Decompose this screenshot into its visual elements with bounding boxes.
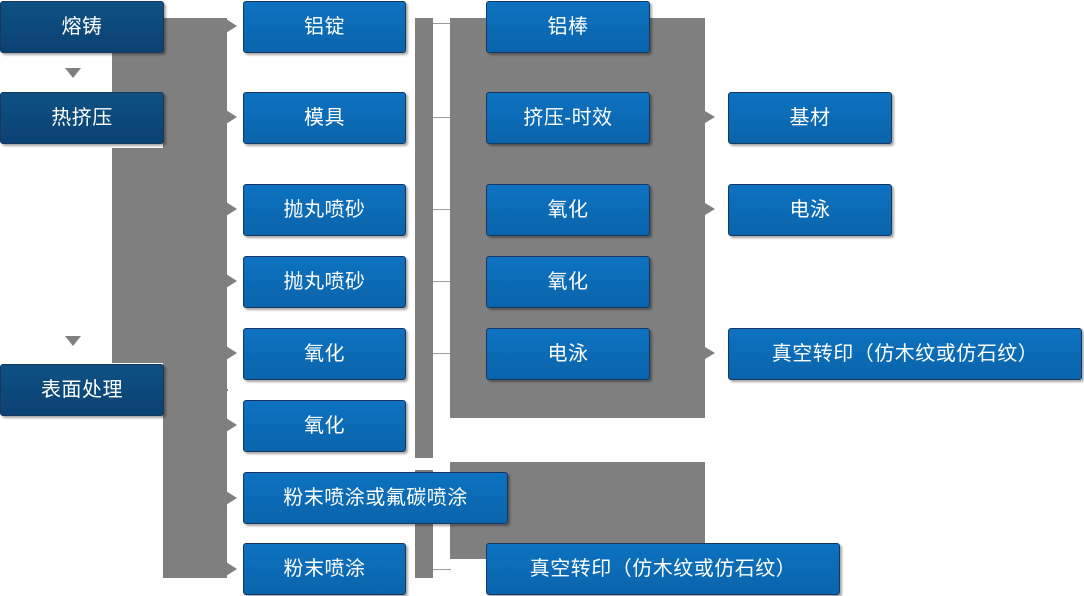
treat-label: 铝棒 — [547, 16, 589, 38]
tick-connector-1 — [433, 23, 451, 24]
tick-connector-4 — [433, 281, 451, 282]
spine-arrow-to-sub-6 — [226, 418, 237, 432]
spine-arrow-to-sub-8 — [226, 562, 237, 576]
left-spine-stub-2 — [112, 148, 172, 363]
sub-label: 铝锭 — [304, 16, 345, 38]
spine-arrow-to-sub-7 — [226, 491, 237, 505]
treat-box-oxidation-2[interactable]: 氧化 — [486, 256, 650, 308]
spine-arrow-to-sub-2 — [226, 110, 237, 124]
sub-label: 氧化 — [304, 343, 345, 365]
tick-connector-2 — [433, 117, 451, 118]
treat-box-electrophoresis[interactable]: 电泳 — [486, 328, 650, 380]
treat-label: 氧化 — [547, 199, 589, 221]
sub-box-oxidation-2[interactable]: 氧化 — [243, 400, 406, 452]
stage-box-melt-cast[interactable]: 熔铸 — [0, 1, 164, 53]
treat-label: 电泳 — [547, 343, 589, 365]
treat-box-extrusion-aging[interactable]: 挤压-时效 — [486, 92, 650, 144]
treat-box-vacuum-transfer-print[interactable]: 真空转印（仿木纹或仿石纹） — [486, 543, 840, 595]
band-arrow-to-out-3 — [705, 347, 715, 359]
sub-box-oxidation-1[interactable]: 氧化 — [243, 328, 406, 380]
sub-box-powder-or-fluorocarbon-spray[interactable]: 粉末喷涂或氟碳喷涂 — [243, 472, 508, 524]
sub-label: 粉末喷涂 — [283, 558, 366, 580]
treat-box-oxidation-1[interactable]: 氧化 — [486, 184, 650, 236]
stage-box-hot-extrusion[interactable]: 热挤压 — [0, 92, 164, 144]
stage3-connector — [164, 389, 228, 391]
sub-box-shot-blasting-1[interactable]: 抛丸喷砂 — [243, 184, 406, 236]
treat-label: 氧化 — [547, 271, 589, 293]
stage-box-surface-treatment[interactable]: 表面处理 — [0, 364, 164, 416]
spine-arrow-to-sub-3 — [226, 202, 237, 216]
treat-box-aluminum-bar[interactable]: 铝棒 — [486, 1, 650, 53]
sub-label: 抛丸喷砂 — [283, 271, 366, 293]
sub-label: 氧化 — [304, 415, 345, 437]
stage-label: 热挤压 — [51, 107, 113, 129]
sub-box-aluminum-ingot[interactable]: 铝锭 — [243, 1, 406, 53]
tick-connector-5 — [433, 353, 451, 354]
out-box-vacuum-transfer-print[interactable]: 真空转印（仿木纹或仿石纹） — [728, 328, 1082, 380]
spine-arrow-to-sub-4 — [226, 274, 237, 288]
left-spine-body — [163, 18, 227, 578]
tick-connector-6 — [433, 569, 451, 570]
tick-connector-3 — [433, 209, 451, 210]
spine-arrow-down-2 — [65, 336, 81, 346]
out-label: 电泳 — [789, 199, 831, 221]
spine-arrow-to-sub-1 — [226, 19, 237, 33]
middle-thin-bar-upper — [415, 18, 433, 458]
sub-label: 抛丸喷砂 — [283, 199, 366, 221]
sub-box-shot-blasting-2[interactable]: 抛丸喷砂 — [243, 256, 406, 308]
sub-box-powder-spray[interactable]: 粉末喷涂 — [243, 543, 406, 595]
sub-label: 粉末喷涂或氟碳喷涂 — [283, 487, 468, 509]
treat-label: 挤压-时效 — [523, 107, 613, 129]
out-box-base-material[interactable]: 基材 — [728, 92, 892, 144]
sub-label: 模具 — [304, 107, 345, 129]
stage-label: 熔铸 — [61, 16, 103, 38]
out-box-electrophoresis[interactable]: 电泳 — [728, 184, 892, 236]
band-arrow-to-out-2 — [705, 203, 715, 215]
spine-arrow-to-sub-5 — [226, 346, 237, 360]
spine-arrow-down-1 — [65, 68, 81, 78]
out-label: 真空转印（仿木纹或仿石纹） — [771, 343, 1039, 365]
band-arrow-to-out-1 — [705, 111, 715, 123]
stage-label: 表面处理 — [41, 379, 123, 401]
sub-box-mold[interactable]: 模具 — [243, 92, 406, 144]
treat-label: 真空转印（仿木纹或仿石纹） — [529, 558, 797, 580]
out-label: 基材 — [789, 107, 831, 129]
